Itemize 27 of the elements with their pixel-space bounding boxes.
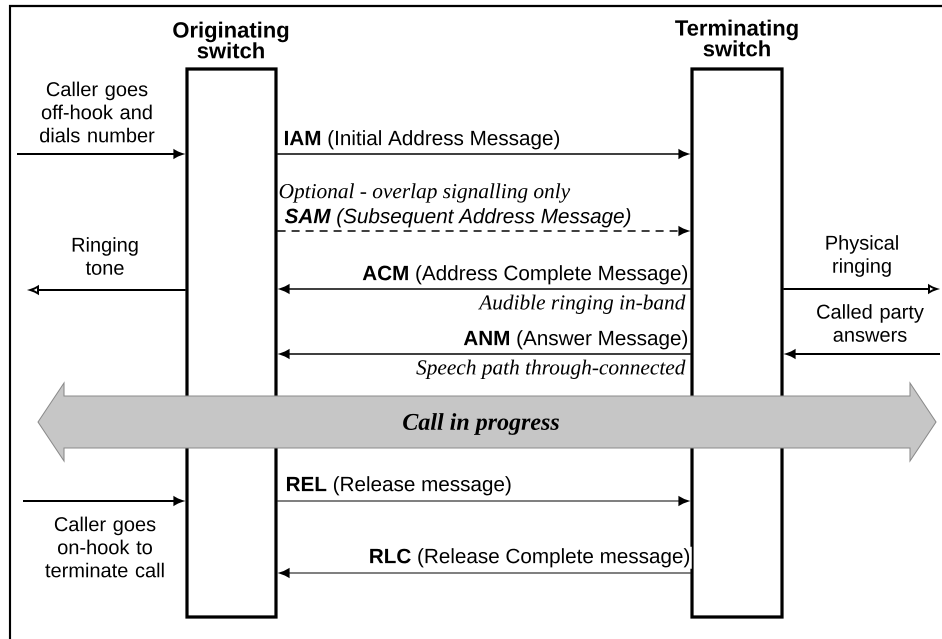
edge-label: Caller goes off-hook and dials number	[32, 80, 162, 144]
arrow	[784, 284, 938, 294]
edge-label: ANM (Answer Message)	[462, 328, 690, 351]
arrow	[23, 496, 183, 506]
arrow	[30, 286, 186, 294]
note-text: Speech path through-connected	[416, 360, 686, 379]
arrow	[277, 496, 690, 506]
arrow	[278, 226, 689, 236]
switch-heading: Terminating switch	[675, 20, 798, 56]
edge-label: Caller goes on-hook to terminate call	[37, 515, 173, 579]
edge-label: SAM (Subsequent Address Message)	[283, 206, 633, 229]
edge-label: REL (Release message)	[284, 474, 514, 497]
note-text: Audible ringing in-band	[478, 294, 686, 314]
edge-label: RLC (Release Complete message)	[367, 546, 692, 569]
arrow	[278, 149, 689, 159]
switch-heading: Originating switch	[173, 22, 288, 58]
edge-label: Ringing tone	[57, 236, 153, 276]
edge-label: ACM (Address Complete Message)	[360, 264, 690, 286]
edge-label: IAM (Initial Address Message)	[282, 128, 562, 151]
arrow	[17, 150, 183, 158]
edge-label: Called party answers	[805, 302, 935, 344]
edge-label: Physical ringing	[810, 234, 914, 278]
arrow	[278, 568, 691, 578]
arrow	[279, 284, 690, 294]
arrow	[279, 349, 690, 359]
double-arrow-band: Call in progress	[37, 381, 937, 463]
arrow	[786, 350, 940, 358]
